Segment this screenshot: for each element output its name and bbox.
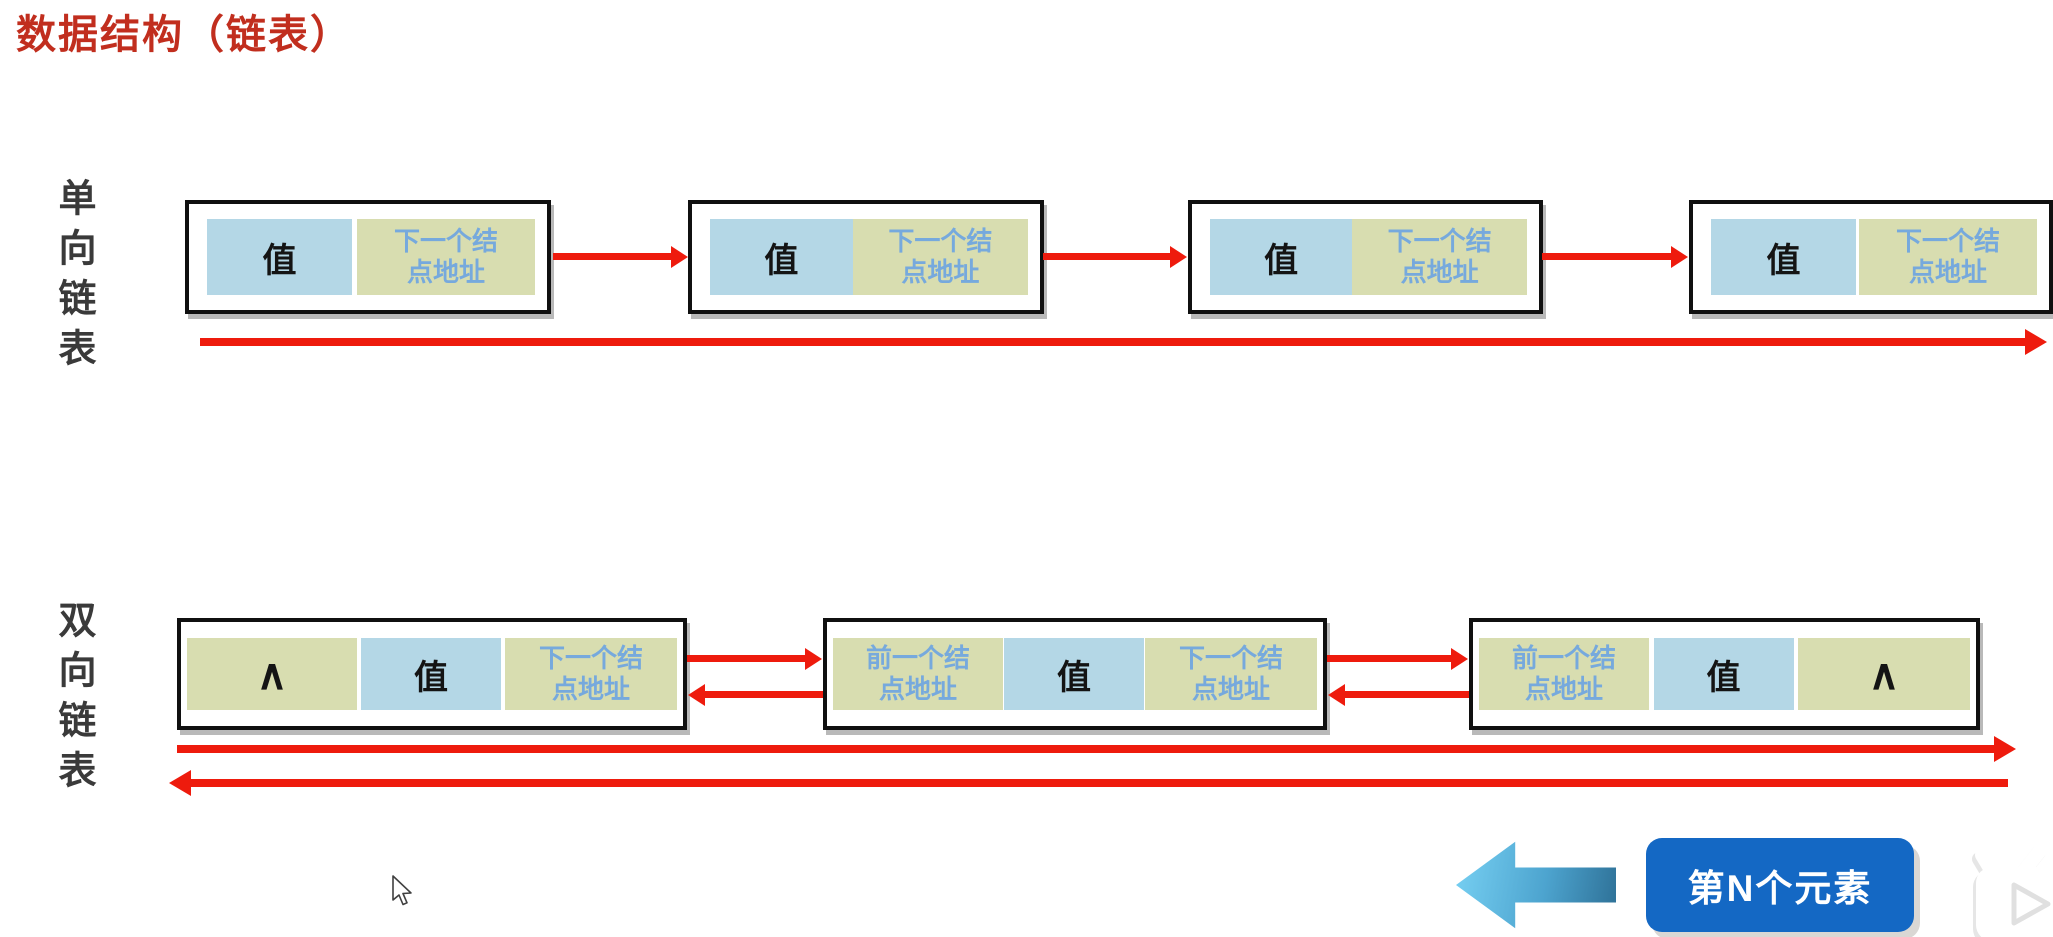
next-link-arrow: [1542, 253, 1672, 260]
doubly-node-1: ∧ 值 下一个结 点地址: [177, 618, 687, 730]
value-cell: 值: [1004, 638, 1144, 710]
doubly-node-2: 前一个结 点地址 值 下一个结 点地址: [823, 618, 1327, 730]
forward-traversal-arrow: [200, 338, 2026, 346]
null-pointer-cell: ∧: [1798, 638, 1970, 710]
next-address-cell: 下一个结 点地址: [1145, 638, 1317, 710]
doubly-node-3: 前一个结 点地址 值 ∧: [1469, 618, 1980, 730]
prev-address-cell: 前一个结 点地址: [1479, 638, 1649, 710]
value-cell: 值: [710, 219, 853, 295]
forward-traversal-arrow: [177, 745, 1995, 753]
next-link-arrow: [1043, 253, 1171, 260]
next-address-cell: 下一个结 点地址: [357, 219, 535, 295]
singly-node-2: 值 下一个结 点地址: [688, 200, 1044, 314]
value-cell: 值: [207, 219, 352, 295]
mouse-cursor-icon: [390, 874, 416, 913]
next-address-cell: 下一个结 点地址: [505, 638, 677, 710]
backward-traversal-arrow: [190, 779, 2008, 787]
singly-node-3: 值 下一个结 点地址: [1188, 200, 1543, 314]
doubly-list-label: 双向链表: [52, 600, 94, 800]
null-pointer-cell: ∧: [187, 638, 357, 710]
nth-element-button: 第N个元素: [1646, 838, 1914, 932]
next-link-arrow: [1327, 655, 1452, 662]
next-link-arrow: [553, 253, 672, 260]
prev-link-arrow: [1344, 691, 1469, 698]
value-cell: 值: [1711, 219, 1856, 295]
prev-address-cell: 前一个结 点地址: [833, 638, 1003, 710]
singly-list-label: 单向链表: [52, 178, 94, 378]
value-cell: 值: [361, 638, 501, 710]
prev-link-arrow: [704, 691, 823, 698]
singly-node-1: 值 下一个结 点地址: [185, 200, 551, 314]
value-cell: 值: [1210, 219, 1353, 295]
tv-play-watermark-icon: [1960, 841, 2053, 937]
back-block-arrow-icon: [1456, 841, 1616, 929]
next-address-cell: 下一个结 点地址: [1859, 219, 2037, 295]
next-address-cell: 下一个结 点地址: [852, 219, 1028, 295]
singly-node-4: 值 下一个结 点地址: [1689, 200, 2053, 314]
next-address-cell: 下一个结 点地址: [1352, 219, 1527, 295]
value-cell: 值: [1653, 638, 1794, 710]
page-title: 数据结构（链表）: [16, 13, 352, 57]
next-link-arrow: [687, 655, 806, 662]
